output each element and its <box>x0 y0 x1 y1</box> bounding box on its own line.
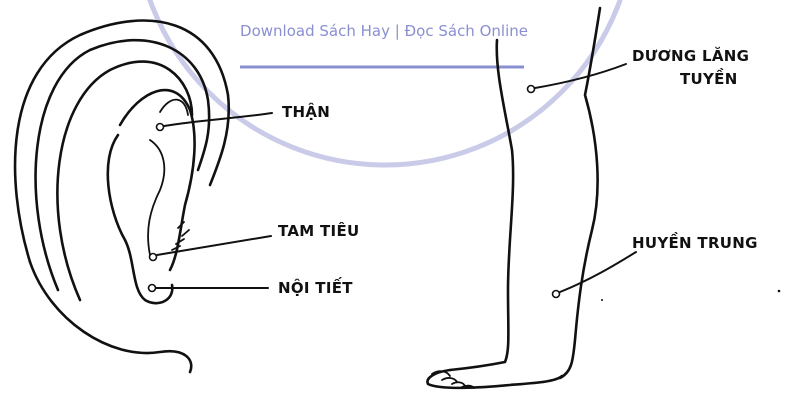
label-duong-lang-tuyen-line2: TUYỀN <box>680 67 738 88</box>
point-tam-tieu <box>150 254 157 261</box>
speck <box>601 299 603 301</box>
point-huyen-trung <box>553 291 560 298</box>
leader-tam-tieu <box>157 236 271 255</box>
speck <box>778 290 781 293</box>
label-tam-tieu: TAM TIÊU <box>278 221 359 240</box>
watermark-text: Download Sách Hay | Đọc Sách Online <box>240 22 528 40</box>
label-than: THẬN <box>282 101 330 121</box>
label-huyen-trung: HUYỀN TRUNG <box>632 231 758 252</box>
label-noi-tiet: NỘI TIẾT <box>278 276 353 297</box>
ear-illustration <box>15 21 229 372</box>
leader-huyen-trung <box>560 252 636 292</box>
point-noi-tiet <box>149 285 156 292</box>
leader-than <box>164 113 272 126</box>
point-than <box>157 124 164 131</box>
point-duong-lang-tuyen <box>528 86 535 93</box>
label-duong-lang-tuyen-line1: DƯƠNG LĂNG <box>632 46 749 65</box>
leg-illustration <box>427 8 600 388</box>
